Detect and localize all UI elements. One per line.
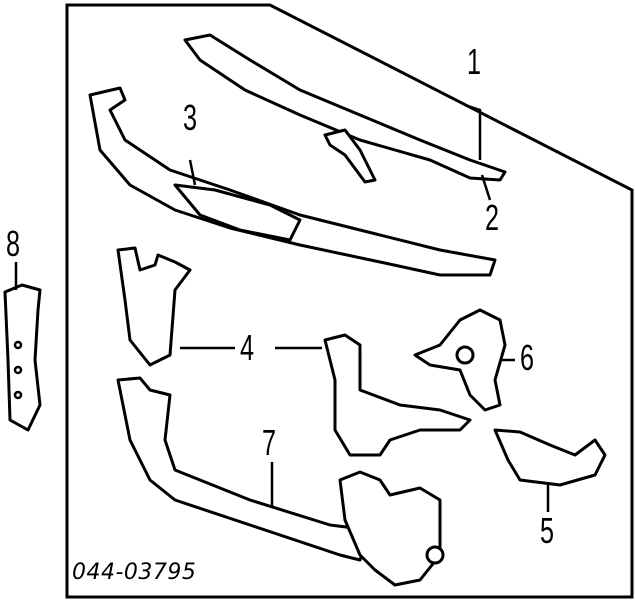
callout-8: 8 <box>6 223 21 264</box>
diagram-code: 044-03795 <box>72 560 197 585</box>
callout-5: 5 <box>540 510 555 551</box>
part-radiator-lower <box>116 376 445 587</box>
callout-3: 3 <box>183 97 198 138</box>
callout-4: 4 <box>240 327 255 368</box>
part-reinforcement-8 <box>3 262 42 432</box>
part-side-supports <box>116 246 472 457</box>
part-bracket-6 <box>413 308 515 412</box>
part-bracket-5 <box>493 428 607 512</box>
callout-6: 6 <box>520 337 535 378</box>
callout-2: 2 <box>485 197 500 238</box>
part-radiator-upper <box>88 86 497 277</box>
callout-7: 7 <box>262 422 277 463</box>
callout-1: 1 <box>467 41 482 82</box>
diagram-frame <box>65 3 634 599</box>
part-upper-support <box>183 33 507 201</box>
